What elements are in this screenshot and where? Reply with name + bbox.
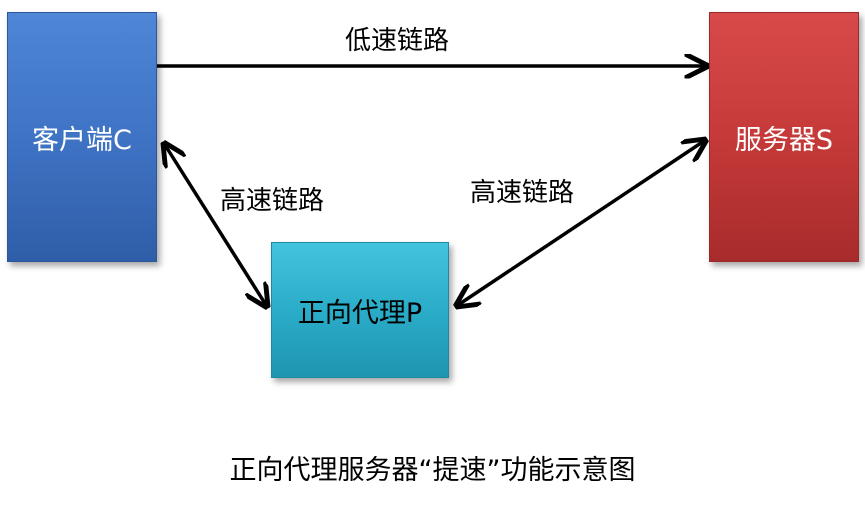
arrow-proxy-server bbox=[458, 141, 704, 305]
proxy-node: 正向代理P bbox=[271, 242, 449, 378]
low-speed-link-label: 低速链路 bbox=[345, 26, 450, 56]
client-node: 客户端C bbox=[7, 12, 157, 262]
server-node: 服务器S bbox=[709, 12, 859, 262]
proxy-server-link-label: 高速链路 bbox=[470, 178, 575, 208]
client-node-label: 客户端C bbox=[32, 124, 132, 156]
diagram-caption: 正向代理服务器“提速”功能示意图 bbox=[229, 455, 636, 486]
proxy-node-label: 正向代理P bbox=[297, 297, 423, 329]
server-node-label: 服务器S bbox=[734, 124, 834, 156]
client-proxy-link-label: 高速链路 bbox=[220, 186, 325, 216]
arrow-client-proxy bbox=[165, 145, 266, 305]
